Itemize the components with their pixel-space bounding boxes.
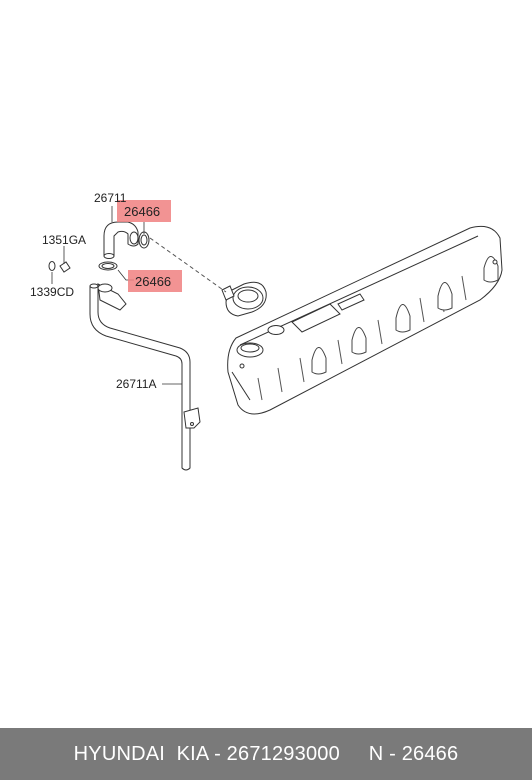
- callout-26466-top: 26466: [124, 204, 160, 219]
- callout-1339cd: 1339CD: [30, 285, 74, 299]
- highlight-26466-mid: [128, 270, 182, 292]
- assembly-dashed-line: [149, 237, 227, 293]
- breather-fitting: [221, 281, 267, 317]
- parts-diagram: 26711 26466 1351GA 26466 1339CD 26711A: [30, 191, 503, 471]
- clamp-26466-upper: [138, 231, 150, 249]
- leader-lines: [51, 206, 182, 385]
- highlight-26466-top: [117, 200, 171, 222]
- bolt-1351ga: [59, 261, 71, 273]
- pipe-26711a: [89, 283, 201, 471]
- callout-26711a: 26711A: [116, 377, 156, 391]
- callout-1351ga: 1351GA: [42, 233, 86, 247]
- callout-26466-mid: 26466: [135, 274, 171, 289]
- hose-26711: [103, 221, 139, 259]
- clamp-26466-lower: [98, 261, 118, 271]
- nut-1339cd: [48, 261, 56, 271]
- callout-26711: 26711: [94, 191, 127, 205]
- part-number-footer: HYUNDAI KIA - 2671293000 N - 26466: [0, 728, 532, 780]
- valve-cover: [227, 225, 503, 415]
